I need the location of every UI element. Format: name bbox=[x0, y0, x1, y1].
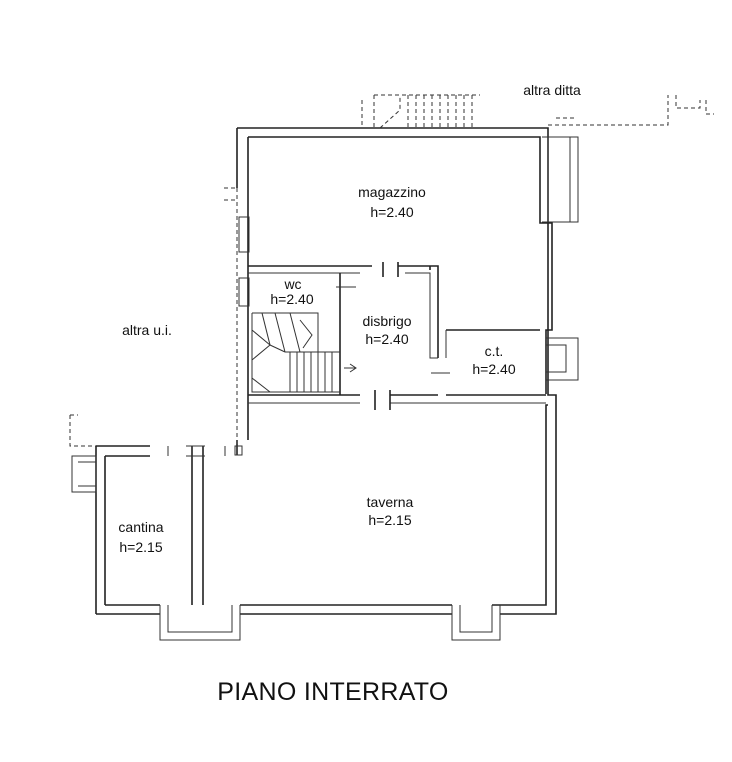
room-disbrigo-height: h=2.40 bbox=[365, 331, 408, 347]
room-disbrigo-name: disbrigo bbox=[362, 313, 411, 329]
boundary-lines bbox=[69, 94, 714, 447]
windows bbox=[71, 136, 579, 641]
room-cantina-height: h=2.15 bbox=[119, 539, 162, 555]
room-wc-name: wc bbox=[283, 276, 301, 292]
room-cantina-name: cantina bbox=[118, 519, 163, 535]
room-ct-height: h=2.40 bbox=[472, 361, 515, 377]
room-magazzino-name: magazzino bbox=[358, 184, 426, 200]
staircase bbox=[251, 312, 357, 393]
room-taverna-name: taverna bbox=[367, 494, 414, 510]
room-wc-height: h=2.40 bbox=[270, 291, 313, 307]
room-ct-name: c.t. bbox=[485, 343, 504, 359]
neighbor-top-label: altra ditta bbox=[523, 82, 581, 98]
door-openings bbox=[336, 262, 450, 410]
room-taverna-height: h=2.15 bbox=[368, 512, 411, 528]
neighbor-left-label: altra u.i. bbox=[122, 322, 172, 338]
interior-walls bbox=[167, 265, 546, 605]
plan-title: PIANO INTERRATO bbox=[217, 678, 448, 706]
room-magazzino-height: h=2.40 bbox=[370, 204, 413, 220]
